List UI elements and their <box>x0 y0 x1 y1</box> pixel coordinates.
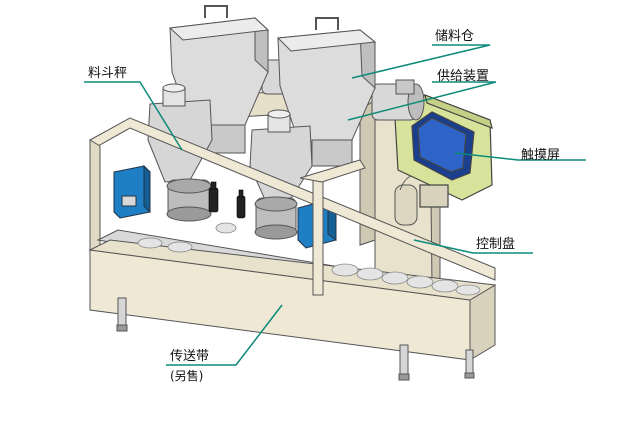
label-hopper-scale: 料斗秤 <box>88 66 128 81</box>
label-conveyor-note: (另售) <box>170 369 204 383</box>
right-storage-bin <box>276 17 377 167</box>
label-conveyor: 传送带 <box>170 349 210 364</box>
label-control-panel: 控制盘 <box>476 237 516 252</box>
left-blue-motor <box>113 164 151 219</box>
leader-touch-screen <box>454 152 586 161</box>
bottles <box>208 181 246 219</box>
leader-conveyor <box>166 304 283 366</box>
leader-hopper-scale <box>84 81 183 151</box>
touch-screen <box>394 94 493 208</box>
leader-lines <box>84 44 586 366</box>
label-feeding-device: 供给装置 <box>437 69 490 84</box>
leader-feeding-device <box>347 81 497 121</box>
label-storage-bin: 储料仓 <box>435 29 475 44</box>
right-feeder-motor <box>371 79 425 121</box>
leader-control-panel <box>413 239 533 254</box>
leader-storage-bin <box>351 44 491 79</box>
label-touch-screen: 触摸屏 <box>521 148 561 163</box>
conveyor-frame <box>88 117 497 381</box>
conveyor-discs <box>137 222 481 296</box>
